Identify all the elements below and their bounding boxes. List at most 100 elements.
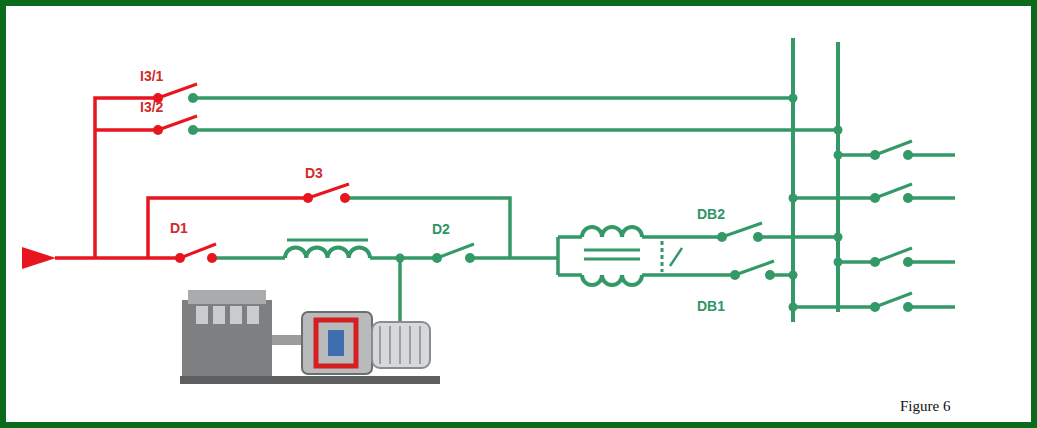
exciter-fin bbox=[409, 326, 411, 364]
wire bbox=[838, 153, 875, 157]
coil-winding bbox=[582, 227, 642, 237]
reactor-symbols bbox=[285, 227, 682, 285]
wire bbox=[212, 256, 285, 260]
wire bbox=[838, 260, 875, 264]
wire bbox=[758, 235, 838, 239]
wire bbox=[793, 305, 875, 309]
generator-housing bbox=[302, 312, 372, 374]
exciter bbox=[372, 322, 430, 368]
bypass-blade bbox=[670, 248, 682, 266]
wire bbox=[642, 273, 735, 277]
wire bbox=[148, 198, 308, 258]
exciter-fin bbox=[399, 326, 401, 364]
switch-contact bbox=[753, 232, 763, 242]
wire bbox=[558, 273, 582, 277]
switches bbox=[153, 84, 913, 312]
figure-caption: Figure 6 bbox=[900, 398, 950, 415]
switch-symbol bbox=[870, 293, 913, 312]
bypass-dashed bbox=[661, 241, 664, 272]
switch-contact bbox=[465, 253, 475, 263]
exciter-fin bbox=[419, 326, 421, 364]
switch-symbol bbox=[432, 244, 475, 263]
engine-block bbox=[182, 300, 272, 378]
switch-symbol bbox=[717, 223, 763, 242]
switch-contact bbox=[903, 150, 913, 160]
wire bbox=[836, 42, 840, 312]
core-bar bbox=[584, 249, 640, 252]
wire bbox=[908, 196, 955, 200]
junction-dot bbox=[789, 303, 798, 312]
switch-contact bbox=[188, 125, 198, 135]
wire bbox=[95, 128, 158, 132]
switch-contact bbox=[730, 270, 740, 280]
junction-dot bbox=[834, 126, 843, 135]
cylinder-head bbox=[196, 306, 208, 324]
switch-contact bbox=[870, 193, 880, 203]
wire bbox=[642, 235, 722, 239]
cylinder-head bbox=[247, 306, 259, 324]
switch-contact bbox=[717, 232, 727, 242]
switch-symbol bbox=[870, 141, 913, 160]
wire bbox=[55, 256, 180, 260]
wire bbox=[908, 260, 955, 264]
cylinder-head bbox=[230, 306, 242, 324]
switch-symbol bbox=[730, 261, 775, 280]
switch-contact bbox=[903, 193, 913, 203]
wire bbox=[556, 237, 560, 275]
switch-contact bbox=[870, 257, 880, 267]
generator-winding bbox=[316, 320, 356, 366]
engine-top bbox=[188, 290, 266, 304]
switch-contact bbox=[765, 270, 775, 280]
wire bbox=[470, 256, 558, 260]
wire bbox=[345, 198, 510, 258]
switch-symbol bbox=[870, 248, 913, 267]
switch-symbol bbox=[153, 116, 198, 135]
junction-dot bbox=[834, 258, 843, 267]
switch-symbol bbox=[175, 244, 217, 263]
core-bar bbox=[287, 239, 368, 242]
switch-label: D1 bbox=[170, 220, 188, 236]
engine-base bbox=[180, 376, 440, 384]
switch-symbol bbox=[303, 184, 350, 203]
junction-dot bbox=[789, 194, 798, 203]
junction-dot bbox=[834, 151, 843, 160]
coil-winding bbox=[285, 247, 370, 258]
switch-label: D2 bbox=[432, 221, 450, 237]
supply-arrow bbox=[22, 247, 56, 269]
switch-label: I3/2 bbox=[140, 99, 163, 115]
frame-border bbox=[3, 3, 1034, 425]
wire bbox=[908, 305, 955, 309]
switch-contact bbox=[188, 93, 198, 103]
switch-contact bbox=[432, 253, 442, 263]
junction-dot bbox=[396, 254, 405, 263]
switch-contact bbox=[903, 257, 913, 267]
switch-contact bbox=[175, 253, 185, 263]
switch-contact bbox=[207, 253, 217, 263]
exciter-fin bbox=[389, 326, 391, 364]
switch-contact bbox=[303, 193, 313, 203]
exciter-fin bbox=[379, 326, 381, 364]
switch-symbol bbox=[870, 184, 913, 203]
cylinder-head bbox=[213, 306, 225, 324]
wire bbox=[793, 196, 875, 200]
switch-label: DB2 bbox=[697, 206, 725, 222]
generator-rotor bbox=[328, 330, 344, 356]
switch-contact bbox=[903, 302, 913, 312]
wire bbox=[193, 96, 793, 100]
switch-contact bbox=[153, 125, 163, 135]
coil-winding bbox=[582, 275, 642, 285]
wire bbox=[398, 258, 402, 332]
switch-label: I3/1 bbox=[140, 68, 163, 84]
junction-dot bbox=[834, 233, 843, 242]
core-bar bbox=[584, 258, 640, 261]
junction-dot bbox=[789, 94, 798, 103]
switch-contact bbox=[340, 193, 350, 203]
switch-contact bbox=[870, 302, 880, 312]
drive-shaft bbox=[272, 335, 304, 345]
generator-set bbox=[180, 290, 440, 384]
wire bbox=[193, 128, 838, 132]
wire bbox=[908, 153, 955, 157]
switch-contact bbox=[870, 150, 880, 160]
